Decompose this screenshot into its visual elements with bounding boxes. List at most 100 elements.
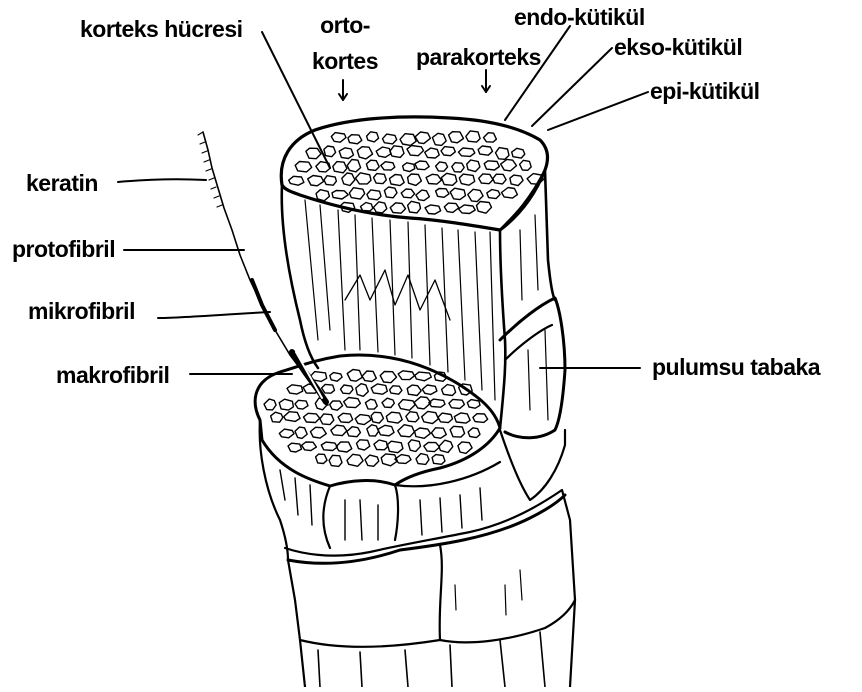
cortex-cell <box>408 201 421 213</box>
cortex-cell <box>332 191 348 200</box>
cortex-cell <box>321 442 337 450</box>
cortex-cell <box>349 188 364 199</box>
cortex-cell <box>416 190 430 201</box>
cortex-cell <box>450 188 465 199</box>
label-keratin: keratin <box>26 172 98 195</box>
cortex-cell <box>388 441 403 453</box>
cortex-cell <box>398 371 414 380</box>
cortex-cell <box>424 442 440 451</box>
cortex-cell <box>339 148 353 159</box>
cortex-cell <box>279 399 293 410</box>
cortex-cell <box>390 203 405 213</box>
leader-lines <box>118 26 648 374</box>
cortex-cell <box>442 385 456 396</box>
label-pulumsu-tabaka: pulumsu tabaka <box>652 356 820 379</box>
cortex-cell <box>330 401 343 410</box>
cortex-cell <box>320 414 334 425</box>
cortex-cell <box>415 132 430 144</box>
cortex-cell <box>348 135 362 144</box>
cortex-cell <box>382 398 394 407</box>
cortex-cell <box>324 146 336 157</box>
cortex-cell <box>512 148 525 158</box>
lower-stem <box>285 490 575 687</box>
cortex-cell <box>329 455 342 466</box>
cortex-cell <box>510 175 523 186</box>
cortex-cell <box>347 454 363 466</box>
cortex-cell <box>356 173 372 184</box>
cortex-cell <box>459 205 476 214</box>
cortex-cell <box>436 189 449 198</box>
cortex-cells-bottom <box>264 370 488 467</box>
cortex-cell <box>408 440 420 452</box>
cortex-cell <box>338 413 353 422</box>
cortex-cell <box>289 176 304 185</box>
cortex-cell <box>390 175 405 186</box>
cortex-cell <box>381 162 395 170</box>
cortex-cell <box>378 425 394 436</box>
cortex-cell <box>355 415 371 425</box>
cortex-cell <box>458 148 474 156</box>
cortex-cell <box>367 132 379 142</box>
cortex-cells-top <box>289 131 544 214</box>
cortex-cell <box>390 386 402 394</box>
cortex-cell <box>366 160 379 170</box>
cortex-cell <box>333 162 347 173</box>
cortex-cell <box>331 425 347 435</box>
cortex-cell <box>374 202 387 213</box>
cortex-cell <box>400 134 416 146</box>
cortex-cell <box>316 454 327 463</box>
label-mikrofibril: mikrofibril <box>28 300 135 323</box>
cortex-cell <box>501 159 517 171</box>
label-parakorteks: parakorteks <box>416 46 541 69</box>
cortex-cell <box>295 162 312 172</box>
cortex-cell <box>403 163 415 172</box>
cortex-cell <box>365 455 379 466</box>
cortex-cell <box>279 429 294 438</box>
cortex-cell <box>336 442 352 452</box>
cortex-cell <box>341 385 354 394</box>
cortex-cell <box>502 188 518 199</box>
cortex-cell <box>365 399 377 409</box>
cortex-cell <box>520 160 532 170</box>
cortex-cell <box>441 173 456 185</box>
cortex-cell <box>493 174 506 184</box>
label-protofibril: protofibril <box>12 238 115 261</box>
cortex-cell <box>376 147 391 157</box>
cortex-cell <box>386 412 402 423</box>
cortex-cell <box>374 440 388 450</box>
cortex-cell <box>322 384 335 393</box>
label-ekso-kutikul: ekso-kütikül <box>614 36 742 59</box>
cortex-cell <box>361 203 373 212</box>
cortex-cell <box>330 373 342 382</box>
cortex-cell <box>439 440 453 452</box>
cortex-cell <box>478 146 492 155</box>
cortex-cell <box>426 174 441 184</box>
cortex-cell <box>415 372 432 381</box>
cortex-cell <box>422 385 437 394</box>
cortex-cell <box>331 133 346 143</box>
label-orto-kortes-line1: orto- <box>310 14 380 37</box>
cortex-cell <box>308 176 324 186</box>
cortex-cell <box>444 203 459 212</box>
cortex-cell <box>380 372 396 383</box>
cortex-cell <box>347 370 362 382</box>
cortex-cell <box>431 428 446 438</box>
cortex-cell <box>467 160 480 172</box>
cortex-cell <box>408 174 422 185</box>
cortex-cell <box>496 148 510 160</box>
cortex-cell <box>395 455 411 464</box>
cortex-cell <box>287 385 303 394</box>
label-makrofibril: makrofibril <box>56 364 169 387</box>
cortex-cell <box>399 400 416 411</box>
cortex-cell <box>302 442 317 451</box>
cortex-cell <box>383 134 397 144</box>
cortex-cell <box>310 427 326 438</box>
cortex-cell <box>371 384 387 394</box>
cortex-cell <box>271 412 283 422</box>
cortex-cell <box>371 412 383 423</box>
cortex-cell <box>425 148 440 158</box>
cortex-cell <box>304 413 320 422</box>
cortex-cell <box>477 202 492 214</box>
label-orto-kortes-line2: kortes <box>310 50 380 73</box>
cortex-cell <box>432 133 446 145</box>
